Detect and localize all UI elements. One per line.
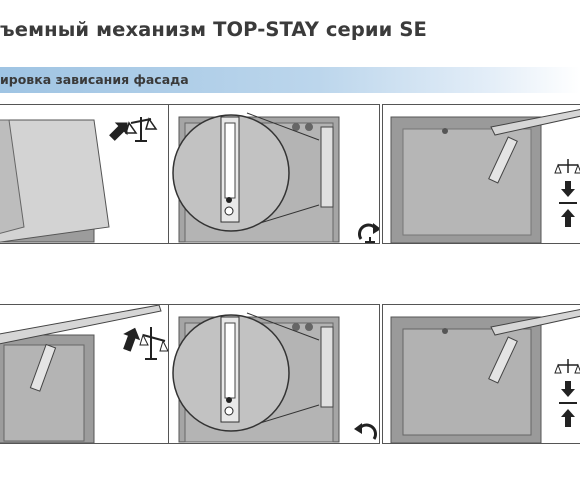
panel-step-6-balanced bbox=[382, 304, 580, 444]
section-label: ировка зависания фасада bbox=[0, 72, 189, 87]
panel-step-2-adjust-plus bbox=[168, 104, 380, 244]
rotate-counterclockwise-minus-icon bbox=[354, 423, 377, 440]
arrow-up-scale-icon bbox=[123, 327, 169, 360]
scale-up-down-arrows-icon bbox=[554, 359, 580, 427]
section-band: ировка зависания фасада bbox=[0, 67, 580, 93]
arrow-down-scale-icon bbox=[109, 117, 158, 142]
rotate-clockwise-plus-icon bbox=[358, 223, 379, 243]
scale-up-down-arrows-icon bbox=[554, 159, 580, 227]
panel-step-3-balanced bbox=[382, 104, 580, 244]
page-title: ъемный механизм TOP-STAY серии SE bbox=[0, 18, 427, 41]
panel-step-5-adjust-minus bbox=[168, 304, 380, 444]
